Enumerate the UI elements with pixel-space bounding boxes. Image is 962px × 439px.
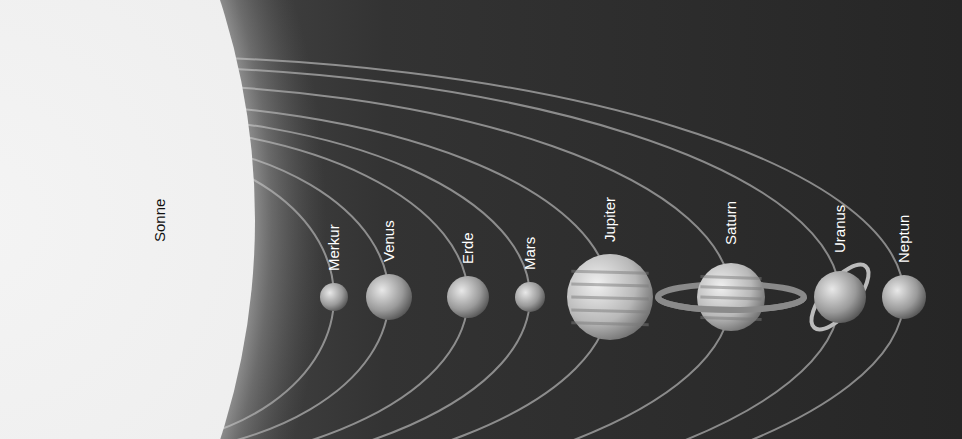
planet bbox=[882, 275, 926, 319]
planet-label: Neptun bbox=[895, 215, 913, 263]
planet-label: Uranus bbox=[831, 205, 849, 253]
planet-band bbox=[571, 310, 648, 312]
sun-label: Sonne bbox=[151, 198, 169, 241]
planet bbox=[447, 276, 489, 318]
planet-band bbox=[571, 284, 648, 286]
planet bbox=[697, 263, 765, 331]
planet-label: Mars bbox=[521, 237, 539, 270]
planet-label: Merkur bbox=[325, 224, 343, 271]
planet-band bbox=[571, 271, 648, 273]
planet bbox=[320, 283, 348, 311]
planet-label: Jupiter bbox=[601, 197, 619, 242]
planet-band bbox=[700, 297, 761, 299]
planet bbox=[567, 254, 653, 340]
planet bbox=[515, 282, 545, 312]
planet-label: Venus bbox=[380, 220, 398, 262]
planet-band bbox=[700, 287, 761, 289]
planet-ring bbox=[802, 256, 878, 338]
planet-label: Saturn bbox=[722, 201, 740, 245]
planet-band bbox=[700, 277, 761, 279]
planet-label: Erde bbox=[459, 232, 477, 264]
planet bbox=[814, 271, 866, 323]
planet-band bbox=[571, 323, 648, 325]
planet-ring bbox=[658, 297, 804, 310]
planet-band bbox=[700, 317, 761, 319]
planet bbox=[366, 274, 412, 320]
planet-band bbox=[571, 297, 648, 299]
